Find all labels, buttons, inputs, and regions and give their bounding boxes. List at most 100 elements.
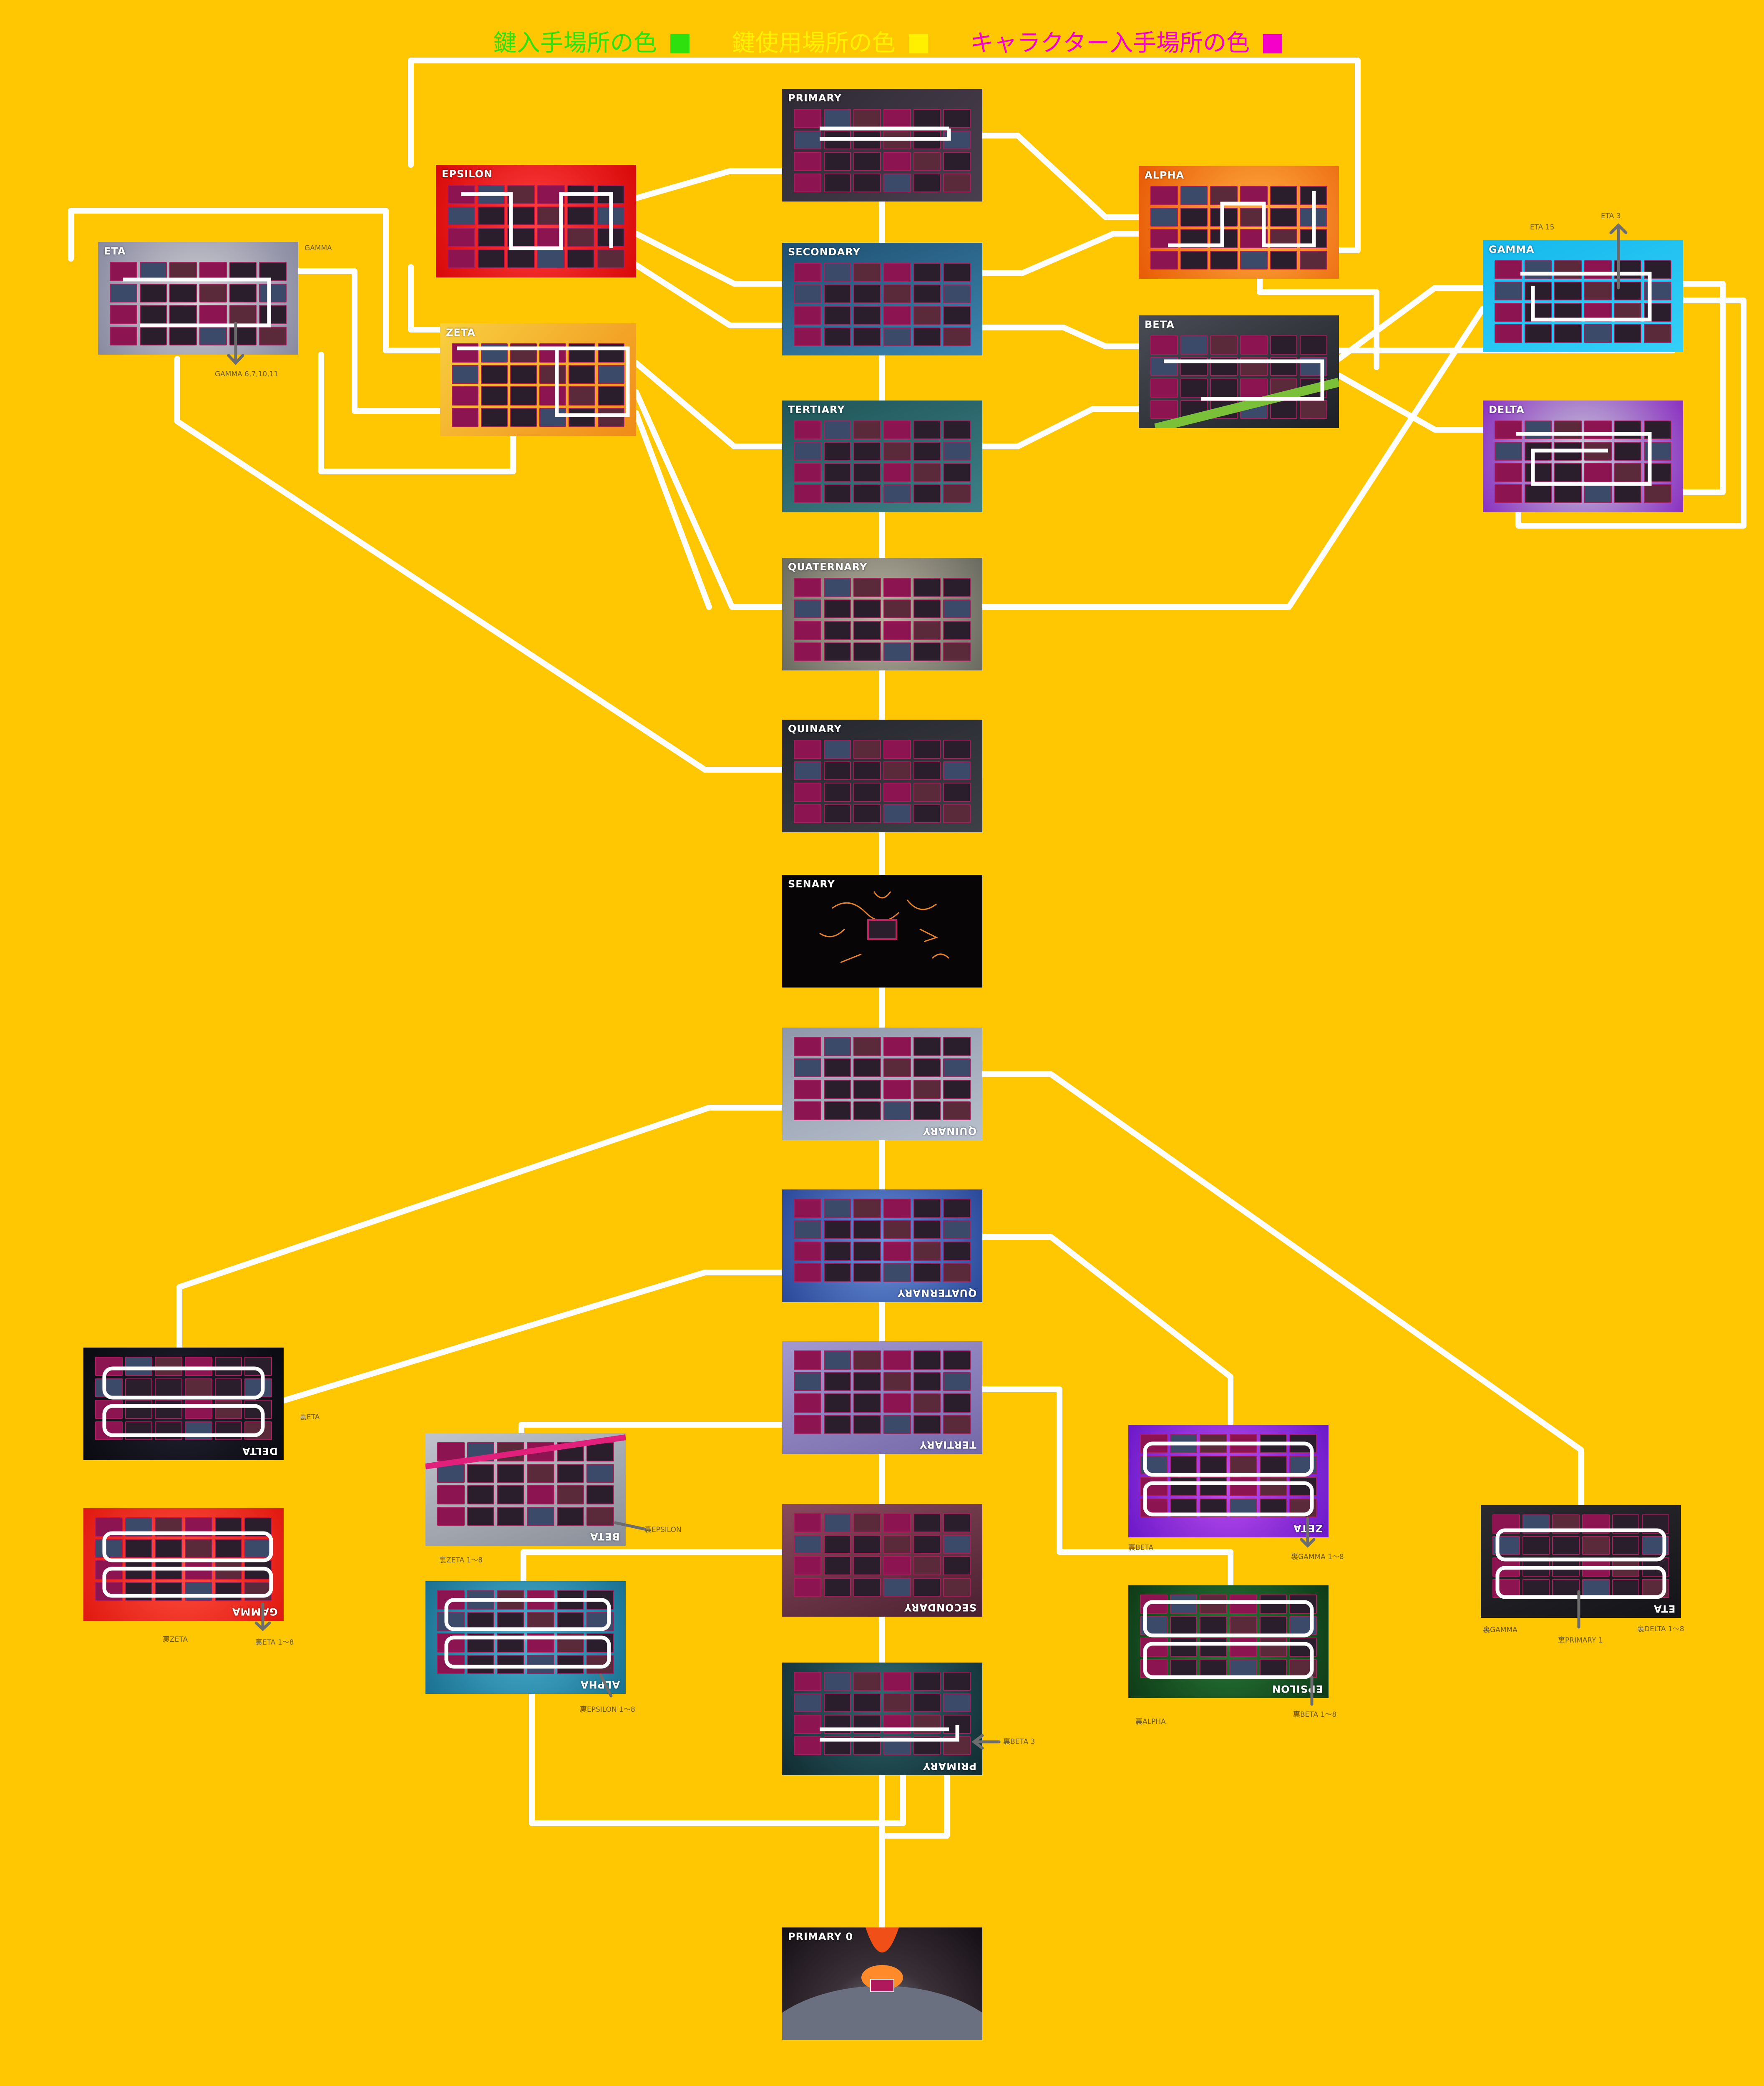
note-l-eta-ura-gamma: 裏GAMMA (1483, 1626, 1517, 1634)
zeta-quaternary-link2 (633, 410, 712, 610)
stage-alpha[interactable]: ALPHA (1139, 166, 1339, 279)
stage-title: TERTIARY (788, 404, 845, 416)
primary-alpha-link (979, 133, 1142, 220)
stage-title: PRIMARY 0 (788, 1931, 853, 1942)
l-quaternary-lzeta-link (979, 1234, 1233, 1426)
primary0-artwork (782, 1927, 982, 2040)
epsilon-zeta-link (408, 264, 443, 333)
stage-eta[interactable]: ETA (98, 242, 298, 355)
stage-title: QUATERNARY (788, 561, 868, 573)
note-l-zeta-ura-beta: 裏BETA (1128, 1544, 1154, 1552)
route-scribble (102, 1531, 273, 1598)
note-l-delta-ura-eta: 裏ETA (299, 1413, 320, 1421)
stage-title: PRIMARY (788, 92, 842, 104)
route-scribble (444, 1598, 611, 1669)
legend-char-get: キャラクター入手場所の色 (959, 30, 1283, 57)
note-l-primary-ura-beta3: 裏BETA 3 (1003, 1738, 1035, 1746)
zeta-quaternary-link (633, 389, 785, 610)
stage-lower-tertiary[interactable]: TERTIARY (782, 1341, 982, 1454)
level-grid (794, 578, 971, 661)
eta-zeta-link (293, 268, 443, 414)
arrow-l-zeta (1300, 1517, 1316, 1548)
legend-char-get-label: キャラクター入手場所の色 (970, 30, 1250, 57)
l-tertiary-lbeta-link (518, 1422, 785, 1438)
note-eta-gamma-nums: GAMMA 6,7,10,11 (215, 370, 279, 378)
stage-zeta[interactable]: ZETA (440, 323, 636, 436)
stage-title: ETA (104, 245, 126, 257)
stage-quinary[interactable]: QUINARY (782, 720, 982, 832)
stage-beta[interactable]: BETA (1139, 315, 1339, 428)
arrow-l-gamma (254, 1602, 271, 1631)
stage-primary[interactable]: PRIMARY (782, 89, 982, 202)
route-scribble (461, 192, 613, 250)
stage-gamma[interactable]: GAMMA (1483, 240, 1683, 352)
stage-primary-0[interactable]: PRIMARY 0 (782, 1927, 982, 2040)
level-grid (452, 343, 624, 427)
legend: 鍵入手場所の色 鍵使用場所の色 キャラクター入手場所の色 (0, 24, 1764, 58)
eta-lower-link (174, 356, 785, 773)
stage-lower-primary[interactable]: PRIMARY (782, 1663, 982, 1775)
note-l-beta-ura-epsilon: 裏EPSILON (644, 1526, 682, 1534)
stage-title: GAMMA (1489, 244, 1535, 255)
stage-lower-zeta[interactable]: ZETA (1128, 1425, 1329, 1537)
stage-title: ALPHA (1145, 169, 1185, 181)
stage-title: ZETA (446, 327, 476, 338)
stage-lower-delta[interactable]: DELTA (83, 1348, 284, 1460)
route-scribble (1168, 191, 1316, 247)
stage-lower-beta[interactable]: BETA (425, 1433, 626, 1546)
stage-title: EPSILON (442, 168, 493, 180)
level-grid (110, 262, 287, 345)
stage-epsilon[interactable]: EPSILON (436, 165, 636, 277)
stage-lower-epsilon[interactable]: EPSILON (1128, 1585, 1329, 1698)
stage-lower-alpha[interactable]: ALPHA (425, 1581, 626, 1694)
stage-lower-eta[interactable]: ETA (1481, 1505, 1681, 1618)
note-l-epsilon-ura-beta: 裏BETA 1〜8 (1293, 1711, 1337, 1719)
stage-title: DELTA (1489, 404, 1525, 416)
level-grid (794, 1513, 971, 1597)
l-quinary-leta-link (979, 1071, 1584, 1509)
stage-delta[interactable]: DELTA (1483, 401, 1683, 512)
stage-lower-quaternary[interactable]: QUATERNARY (782, 1189, 982, 1302)
beta-delta-link (1336, 373, 1486, 433)
stage-senary[interactable]: SENARY (782, 875, 982, 988)
note-l-gamma-ura-eta: 裏ETA 1〜8 (255, 1638, 294, 1647)
level-grid (95, 1357, 272, 1440)
primary0-link (879, 1770, 950, 1855)
route-scribble (1154, 359, 1339, 428)
route-scribble (102, 1366, 265, 1437)
arrow-l-beta (614, 1521, 646, 1531)
note-l-alpha-ura-epsilon: 裏EPSILON 1〜8 (580, 1706, 635, 1714)
legend-key-use-label: 鍵使用場所の色 (732, 30, 896, 57)
arrow-eta-down (227, 322, 244, 365)
note-l-zeta-ura-gamma: 裏GAMMA 1〜8 (1291, 1553, 1344, 1561)
stage-lower-gamma[interactable]: GAMMA (83, 1508, 284, 1621)
eta-zeta-link2 (318, 352, 516, 474)
l-quinary-ldelta-link (176, 1105, 785, 1355)
arrow-l-alpha (599, 1673, 613, 1698)
epsilon-secondary-link2 (633, 262, 785, 328)
route-scribble (1520, 272, 1652, 322)
route-scribble (457, 346, 630, 417)
level-grid (794, 1199, 971, 1282)
l-alpha-lprimary-link (529, 1687, 906, 1826)
senary-artwork (819, 891, 950, 963)
level-grid (794, 263, 971, 346)
stage-lower-secondary[interactable]: SECONDARY (782, 1504, 982, 1617)
legend-key-get: 鍵入手場所の色 (482, 30, 689, 57)
level-grid (794, 1037, 971, 1120)
stage-quaternary[interactable]: QUATERNARY (782, 558, 982, 670)
stage-secondary[interactable]: SECONDARY (782, 243, 982, 355)
note-gamma-eta3: ETA 3 (1601, 212, 1621, 220)
note-l-epsilon-ura-alpha: 裏ALPHA (1135, 1718, 1166, 1726)
stage-lower-quinary[interactable]: QUINARY (782, 1028, 982, 1140)
arrow-l-primary (971, 1734, 1001, 1750)
level-grid (794, 109, 971, 192)
stage-title: SENARY (788, 878, 835, 890)
note-l-beta-ura-zeta: 裏ZETA 1〜8 (439, 1556, 483, 1564)
stage-tertiary[interactable]: TERTIARY (782, 401, 982, 512)
legend-key-use: 鍵使用場所の色 (720, 30, 928, 57)
level-grid (794, 1350, 971, 1434)
note-l-eta-ura-delta: 裏DELTA 1〜8 (1637, 1625, 1684, 1633)
route-scribble (820, 126, 951, 141)
